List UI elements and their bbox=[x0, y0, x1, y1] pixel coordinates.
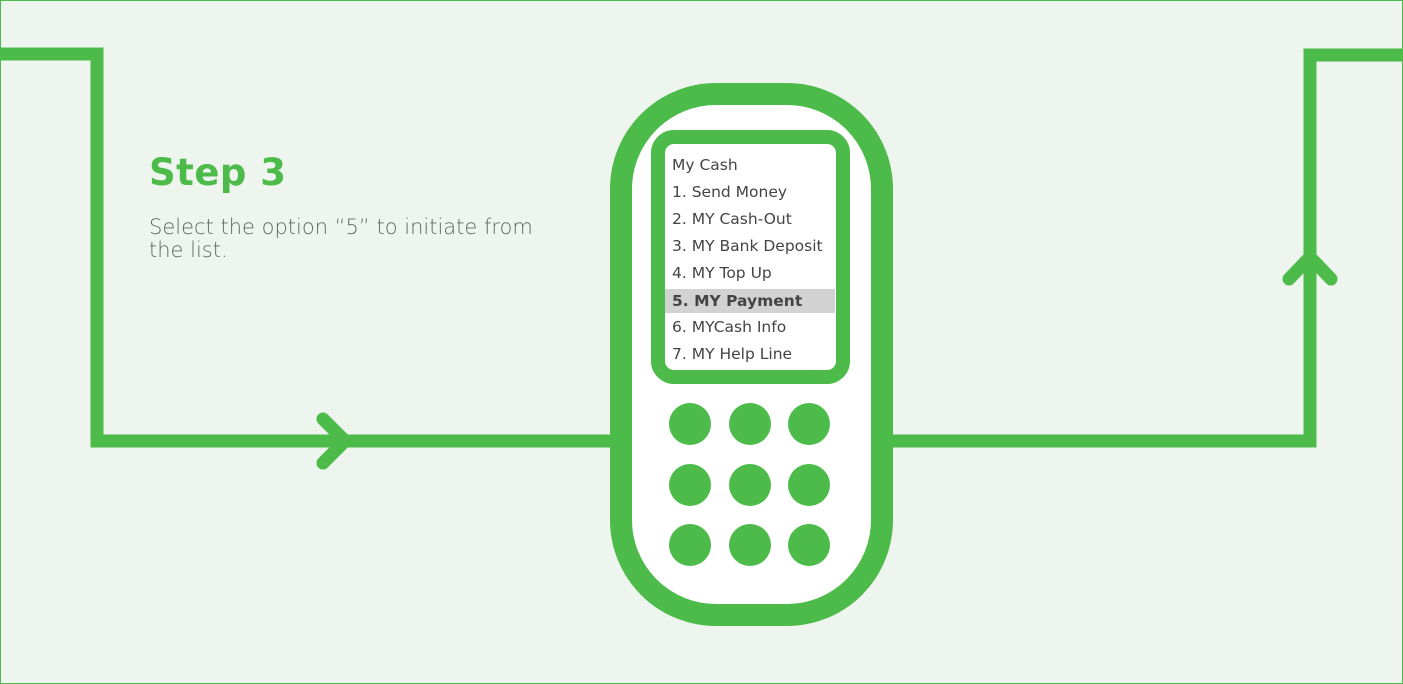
menu-item-help-line[interactable]: 7. MY Help Line bbox=[672, 345, 793, 363]
keypad-key bbox=[729, 524, 771, 566]
menu-item-payment[interactable]: 5. MY Payment bbox=[665, 289, 835, 313]
menu-item-bank-deposit[interactable]: 3. MY Bank Deposit bbox=[672, 237, 823, 255]
keypad-key bbox=[729, 403, 771, 445]
keypad-key bbox=[669, 403, 711, 445]
keypad-key bbox=[788, 524, 830, 566]
phone-screen bbox=[651, 130, 850, 384]
menu-item-cash-out[interactable]: 2. MY Cash-Out bbox=[672, 210, 792, 228]
keypad-key bbox=[669, 524, 711, 566]
arrow-up-icon bbox=[1282, 250, 1338, 286]
step-title: Step 3 bbox=[149, 151, 287, 194]
arrow-right-icon bbox=[316, 412, 352, 470]
keypad-key bbox=[669, 464, 711, 506]
menu-item-top-up[interactable]: 4. MY Top Up bbox=[672, 264, 772, 282]
keypad-key bbox=[788, 464, 830, 506]
keypad-key bbox=[729, 464, 771, 506]
keypad-key bbox=[788, 403, 830, 445]
flow-line-left bbox=[1, 47, 613, 448]
menu-item-cash-info[interactable]: 6. MYCash Info bbox=[672, 318, 787, 336]
menu-title: My Cash bbox=[672, 156, 738, 174]
keypad bbox=[669, 403, 830, 566]
phone-menu: My Cash 1. Send Money 2. MY Cash-Out 3. … bbox=[665, 152, 835, 368]
flow-line-right bbox=[889, 48, 1402, 448]
menu-item-send-money[interactable]: 1. Send Money bbox=[672, 183, 788, 201]
step-description: Select the option “5” to initiate from t… bbox=[149, 215, 533, 262]
